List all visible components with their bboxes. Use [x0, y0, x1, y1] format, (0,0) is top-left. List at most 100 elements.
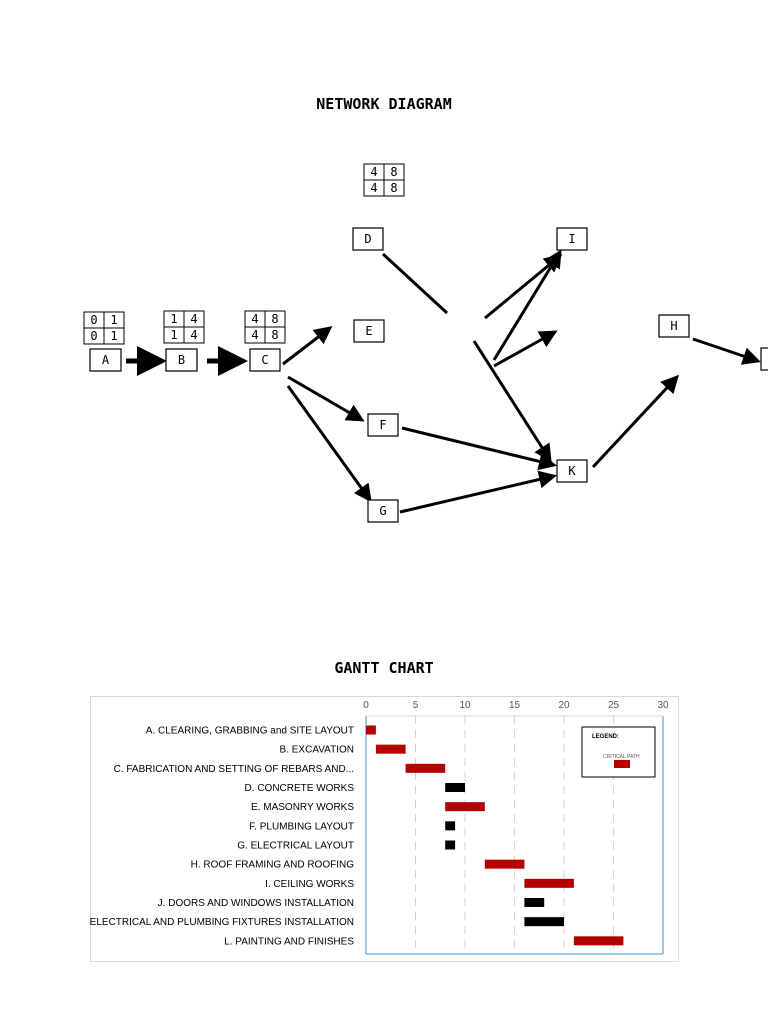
- time-value: 4: [190, 312, 197, 326]
- node-k: K: [556, 459, 588, 483]
- task-bar: [524, 898, 545, 907]
- time-value: 1: [170, 312, 177, 326]
- node-label: I: [568, 232, 575, 246]
- node-d: D: [352, 227, 384, 251]
- critical-task-bar: [405, 763, 446, 773]
- node-box: [367, 499, 399, 523]
- node-label: F: [379, 418, 386, 432]
- time-value: 8: [271, 328, 278, 342]
- x-tick-label: 0: [363, 700, 369, 711]
- x-tick-label: 20: [558, 700, 570, 711]
- time-cell: [383, 179, 405, 197]
- gantt-bars: [366, 725, 624, 946]
- task-label: F. PLUMBING LAYOUT: [249, 821, 354, 832]
- time-value: 8: [390, 181, 397, 195]
- task-label: A. CLEARING, GRABBING and SITE LAYOUT: [146, 726, 354, 737]
- node-label: E: [365, 324, 372, 338]
- task-label: C. FABRICATION AND SETTING OF REBARS AND…: [114, 764, 354, 775]
- x-tick-label: 30: [657, 700, 669, 711]
- node-label: H: [670, 319, 677, 333]
- time-value: 4: [251, 328, 258, 342]
- critical-task-bar: [366, 725, 376, 735]
- edge-d-out: [381, 252, 449, 315]
- node-label: K: [568, 464, 576, 478]
- node-box: [556, 459, 588, 483]
- network-diagram-title: NETWORK DIAGRAM: [316, 95, 452, 113]
- node-label: D: [364, 232, 371, 246]
- task-label: I. CEILING WORKS: [265, 879, 354, 890]
- time-value: 1: [110, 329, 117, 343]
- x-tick-label: 10: [459, 700, 471, 711]
- node-g: G: [367, 499, 399, 523]
- node-a: A: [89, 348, 122, 372]
- edge-c-f: [287, 375, 365, 422]
- edge-k-h: [591, 374, 680, 469]
- node-box: [352, 227, 384, 251]
- node-e: E: [353, 319, 385, 343]
- node-c: C: [249, 348, 281, 372]
- task-label: E. MASONRY WORKS: [251, 802, 354, 813]
- edge-to-j: [493, 330, 558, 368]
- critical-task-bar: [573, 936, 624, 946]
- time-cell: [103, 327, 125, 345]
- task-label: B. EXCAVATION: [280, 745, 354, 756]
- node-box: [165, 348, 198, 372]
- edge-to-i: [484, 254, 563, 320]
- node-box: [658, 314, 690, 338]
- edge-to-i-2: [492, 249, 562, 361]
- node-box: [556, 227, 588, 251]
- task-label: D. CONCRETE WORKS: [245, 783, 355, 794]
- time-value: 4: [251, 312, 258, 326]
- network-nodes: A B C D E F G H I K: [89, 227, 768, 523]
- x-tick-label: 15: [509, 700, 521, 711]
- time-value: 1: [110, 313, 117, 327]
- x-tick-label: 5: [413, 700, 419, 711]
- node-h: H: [658, 314, 690, 338]
- node-f: F: [367, 413, 399, 437]
- edge-h-l: [692, 337, 761, 365]
- time-value: 1: [170, 328, 177, 342]
- edge-g-k: [399, 470, 557, 514]
- node-box: [89, 348, 122, 372]
- gantt-chart-title: GANTT CHART: [334, 659, 434, 677]
- node-offscreen: [760, 347, 768, 371]
- gantt-legend: LEGEND: CRITICAL PATH: [581, 726, 656, 778]
- legend-item-label: CRITICAL PATH: [603, 754, 640, 760]
- time-value: 0: [90, 329, 97, 343]
- node-box: [353, 319, 385, 343]
- node-label: A: [102, 353, 110, 367]
- time-value: 0: [90, 313, 97, 327]
- edge-c-g: [286, 385, 372, 503]
- node-label: B: [178, 353, 185, 367]
- gantt-grid: [365, 715, 664, 955]
- critical-task-bar: [484, 859, 525, 869]
- task-label: J. DOORS AND WINDOWS INSTALLATION: [158, 898, 354, 909]
- edge-c-e: [282, 326, 333, 366]
- node-label: G: [379, 504, 386, 518]
- gantt-task-labels: A. CLEARING, GRABBING and SITE LAYOUT B. …: [90, 726, 354, 948]
- critical-task-bar: [445, 802, 485, 812]
- time-cell: [264, 326, 286, 344]
- critical-task-bar: [375, 744, 406, 754]
- gantt-chart-frame: [90, 696, 679, 962]
- node-label: C: [261, 353, 268, 367]
- node-i: I: [556, 227, 588, 251]
- task-bar: [524, 917, 564, 927]
- task-bar: [445, 821, 456, 831]
- time-value: 8: [271, 312, 278, 326]
- task-bar: [445, 783, 465, 792]
- network-edges: [126, 249, 761, 514]
- task-label: H. ROOF FRAMING AND ROOFING: [191, 860, 355, 871]
- task-label: K. ELECTRICAL AND PLUMBING FIXTURES INST…: [90, 917, 354, 928]
- task-bar: [445, 840, 456, 850]
- legend-title: LEGEND:: [592, 734, 619, 740]
- node-box: [249, 348, 281, 372]
- edge-to-k: [472, 340, 552, 463]
